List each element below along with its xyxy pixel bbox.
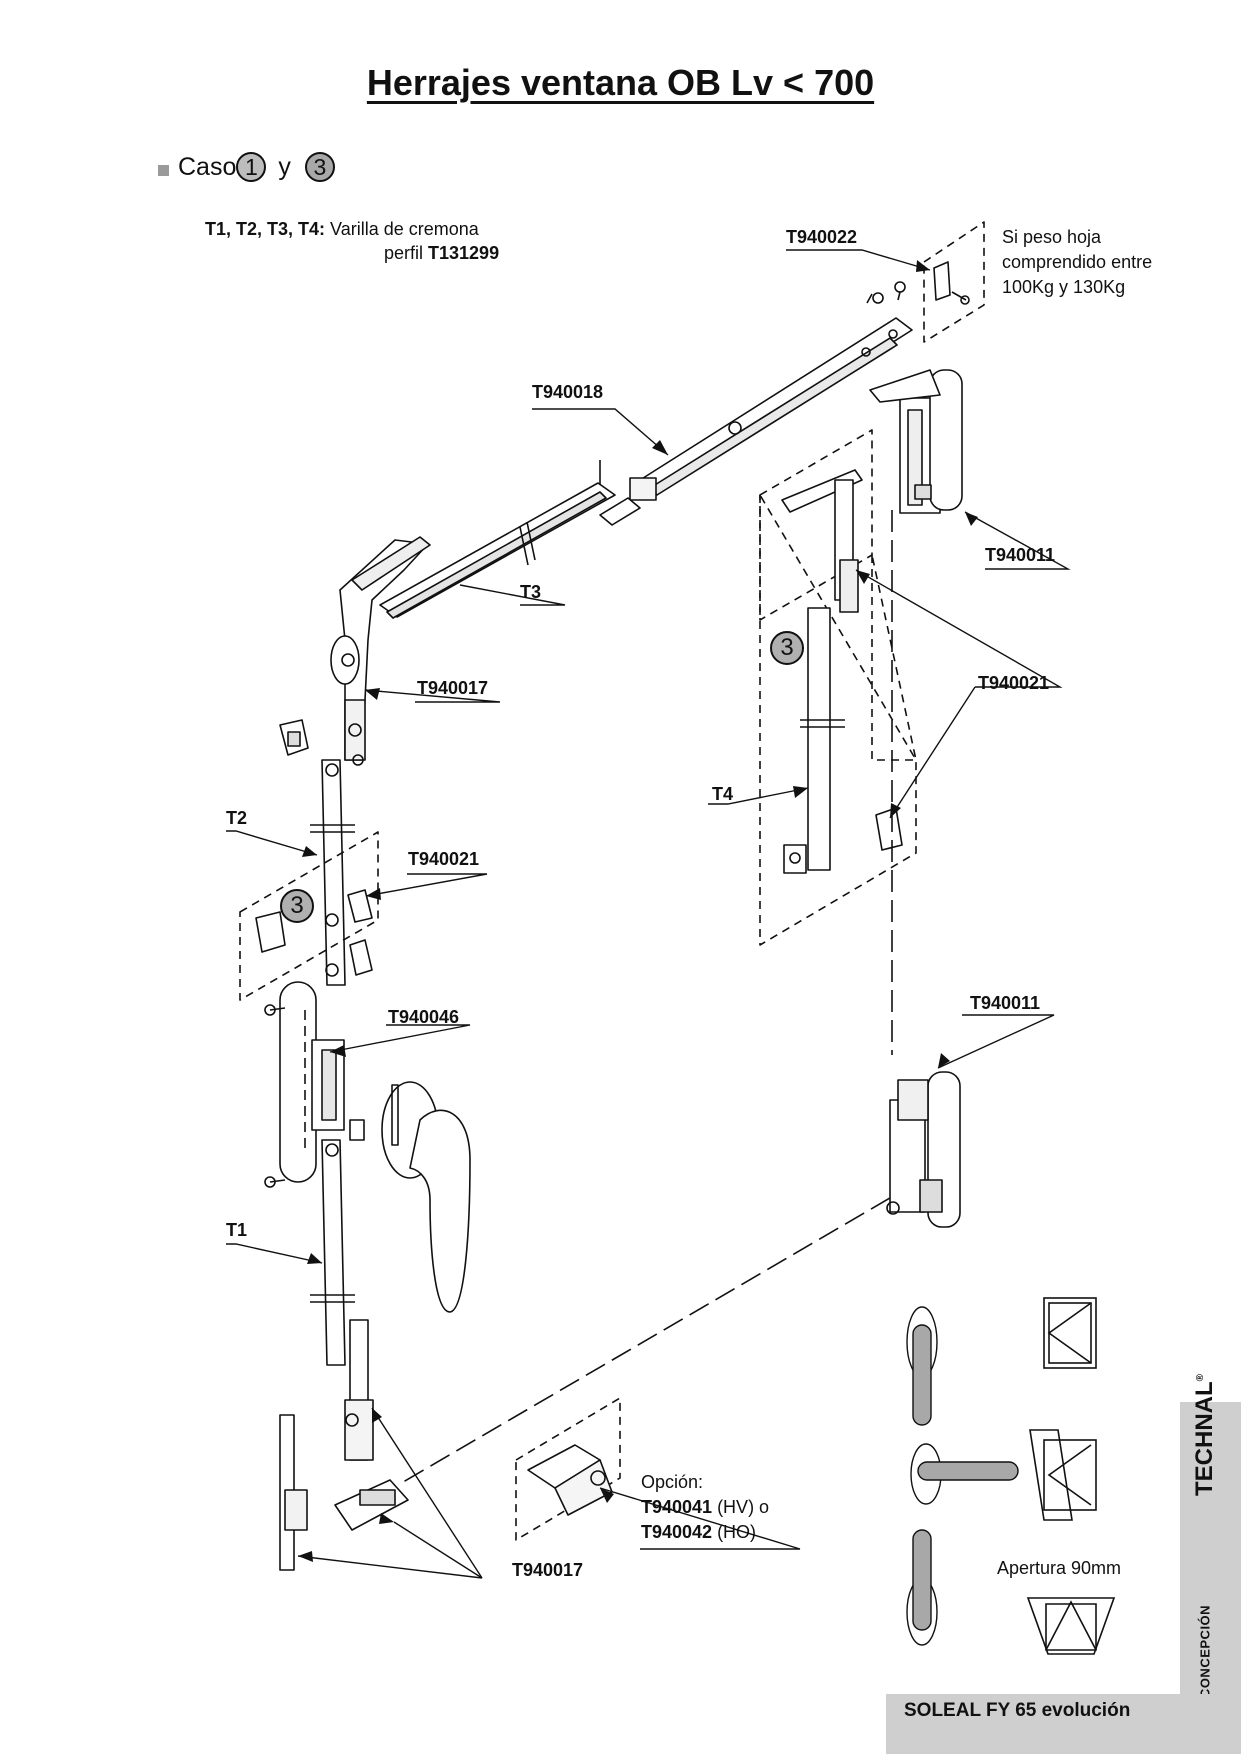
option-code2: T940042 (641, 1522, 713, 1542)
varilla-line2: perfil T131299 (384, 243, 499, 264)
label-t940018: T940018 (532, 382, 604, 402)
t3-rod (379, 460, 616, 619)
keeper-top-left (279, 719, 309, 756)
tilt-turn-mode-icon (1029, 1429, 1097, 1521)
scissor-arm-t940021 (781, 469, 863, 613)
label-t940017-top: T940017 (417, 678, 489, 698)
apertura-label: Apertura 90mm (997, 1558, 1122, 1578)
peso-note-line2: comprendido entre (1002, 252, 1153, 272)
varilla-profile-code: T131299 (428, 243, 500, 263)
option-note: Opción: T940041 (HV) o T940042 (HO) (641, 1470, 769, 1545)
option-suffix2: (HO) (712, 1522, 757, 1542)
footer-product-name: SOLEAL FY 65 evolución (904, 1700, 1131, 1721)
label-t1: T1 (226, 1220, 248, 1240)
footer-product: SOLEAL FY 65 evolución (886, 1694, 1241, 1754)
option-line1: T940041 (HV) o (641, 1495, 769, 1520)
label-t940021-left: T940021 (408, 849, 480, 869)
t4-rod (783, 607, 845, 874)
handle-horizontal-icon (910, 1443, 1019, 1505)
option-line2: T940042 (HO) (641, 1520, 769, 1545)
brand-name: TECHNAL (1191, 1381, 1218, 1496)
square-bullet-icon (158, 164, 169, 176)
case-three-marker-left: 3 (280, 889, 314, 923)
varilla-line1: Varilla de cremona (330, 219, 479, 239)
peso-note-line1: Si peso hoja (1002, 227, 1102, 247)
option-title: Opción: (641, 1472, 704, 1492)
top-gear-bar (599, 281, 913, 526)
handle-up-icon (906, 1529, 938, 1646)
label-t3: T3 (520, 582, 542, 602)
keeper-right-case3 (875, 807, 903, 851)
case-three-badge: 3 (304, 152, 335, 182)
label-t940021-right: T940021 (978, 673, 1050, 693)
turn-mode-icon (1043, 1297, 1097, 1369)
caso-conjunction: y (278, 152, 291, 181)
label-t2: T2 (226, 808, 248, 828)
label-t4: T4 (712, 784, 734, 804)
window-handle (349, 1081, 471, 1313)
keeper-left-case3 (255, 889, 373, 976)
t2-rod (310, 759, 355, 986)
label-t940011-bottom: T940011 (970, 993, 1041, 1013)
case-three-marker-right: 3 (770, 631, 804, 665)
caso-heading: Caso 1 y 3 (158, 152, 335, 182)
label-t940011-top: T940011 (985, 545, 1056, 565)
label-t940022: T940022 (786, 227, 858, 247)
option-code1: T940041 (641, 1497, 713, 1517)
corner-drive-bottom-left (279, 1319, 409, 1571)
label-t940046: T940046 (388, 1007, 460, 1027)
extra-keeper-t940022 (933, 261, 970, 305)
varilla-line2-pre: perfil (384, 243, 429, 263)
handle-position-icons (906, 1306, 1019, 1646)
bottom-hinge-body (886, 1071, 961, 1228)
gearbox-handle-plate (264, 981, 345, 1188)
caso-word: Caso (178, 152, 237, 181)
brand-concepcion: CONCEPCIÓN (1197, 1604, 1213, 1699)
t1-rod (310, 1139, 355, 1366)
case-one-badge: 1 (236, 152, 267, 182)
label-t940017-bottom: T940017 (512, 1560, 584, 1580)
handle-down-icon (906, 1306, 938, 1426)
tilt-mode-icon (1026, 1597, 1116, 1655)
corner-drive-top-left (330, 536, 431, 766)
peso-note: Si peso hoja comprendido entre 100Kg y 1… (1002, 225, 1152, 300)
peso-note-line3: 100Kg y 130Kg (1002, 277, 1126, 297)
varilla-codes: T1, T2, T3, T4: (205, 219, 326, 239)
option-lock-block (527, 1444, 613, 1516)
top-hinge-body (869, 369, 963, 514)
varilla-note: T1, T2, T3, T4: Varilla de cremona (205, 219, 479, 240)
brand-technal: TECHNAL® (1191, 1373, 1218, 1496)
opening-mode-icons (1026, 1297, 1116, 1655)
page-title: Herrajes ventana OB Lv < 700 (366, 62, 875, 103)
option-suffix1: (HV) o (712, 1497, 770, 1517)
